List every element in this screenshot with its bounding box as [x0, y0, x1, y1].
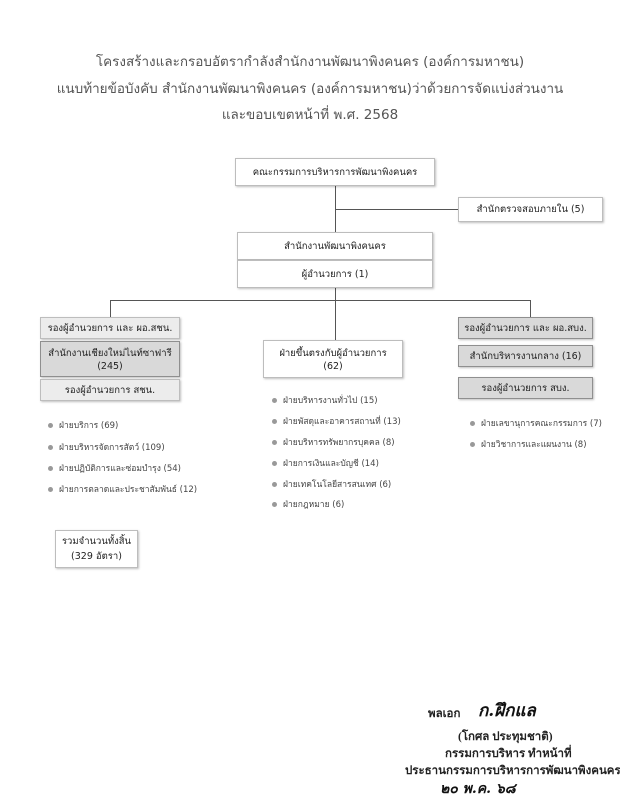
left-deputy-box: รองผู้อำนวยการ และ ผอ.สชน.	[40, 317, 180, 339]
right-deputy-box: รองผู้อำนวยการ และ ผอ.สบง.	[458, 317, 593, 339]
total-box: รวมจำนวนทั้งสิ้น (329 อัตรา)	[55, 530, 138, 568]
document-title-line-1: โครงสร้างและกรอบอัตรากำลังสำนักงานพัฒนาพ…	[95, 54, 525, 70]
signatory-position-1: กรรมการบริหาร ทำหน้าที่	[445, 748, 572, 760]
total-label: รวมจำนวนทั้งสิ้น	[61, 536, 132, 547]
board-box: คณะกรรมการบริหารการพัฒนาพิงคนคร	[235, 158, 435, 186]
signatory-position-2: ประธานกรรมการบริหารการพัฒนาพิงคนคร	[405, 765, 620, 777]
handwritten-date: ๒๐ พ.ค. ๖๘	[440, 781, 516, 797]
director-label: ผู้อำนวยการ (1)	[301, 268, 369, 280]
central-admin-box: สำนักบริหารงานกลาง (16)	[458, 345, 593, 367]
list-item: ฝ่ายบริหารทรัพยากรบุคคล (8)	[272, 435, 395, 449]
director-box: ผู้อำนวยการ (1)	[237, 260, 433, 288]
direct-divisions-label: ฝ่ายขึ้นตรงกับผู้อำนวยการ	[279, 348, 387, 359]
office-box: สำนักงานพัฒนาพิงคนคร	[237, 232, 433, 260]
bullet-icon	[272, 398, 277, 403]
list-item: ฝ่ายบริหารงานทั่วไป (15)	[272, 393, 378, 407]
night-safari-count: (245)	[97, 361, 123, 372]
document-title-line-3: และขอบเขตหน้าที่ พ.ศ. 2568	[221, 107, 399, 123]
night-safari-label: สำนักงานเชียงใหม่ไนท์ซาฟารี	[48, 348, 172, 359]
bullet-icon	[272, 419, 277, 424]
right-sub-deputy-label: รองผู้อำนวยการ สบง.	[481, 382, 570, 394]
bullet-icon	[272, 440, 277, 445]
list-item: ฝ่ายเลขานุการคณะกรรมการ (7)	[470, 416, 602, 430]
connector-middle	[335, 300, 336, 340]
list-item: ฝ่ายวิชาการและแผนงาน (8)	[470, 437, 587, 451]
bullet-icon	[272, 502, 277, 507]
list-item: ฝ่ายการตลาดและประชาสัมพันธ์ (12)	[48, 482, 197, 496]
board-label: คณะกรรมการบริหารการพัฒนาพิงคนคร	[252, 166, 418, 178]
list-item: ฝ่ายพัสดุและอาคารสถานที่ (13)	[272, 414, 401, 428]
list-item: ฝ่ายบริการ (69)	[48, 418, 118, 432]
bullet-icon	[272, 482, 277, 487]
connector-right	[530, 300, 531, 317]
direct-divisions-box: ฝ่ายขึ้นตรงกับผู้อำนวยการ (62)	[263, 340, 403, 378]
bullet-icon	[470, 421, 475, 426]
bullet-icon	[272, 461, 277, 466]
left-deputy-label: รองผู้อำนวยการ และ ผอ.สชน.	[47, 322, 173, 334]
direct-divisions-count: (62)	[323, 361, 343, 372]
bullet-icon	[48, 487, 53, 492]
list-item: ฝ่ายเทคโนโลยีสารสนเทศ (6)	[272, 477, 391, 491]
night-safari-box: สำนักงานเชียงใหม่ไนท์ซาฟารี (245)	[40, 341, 180, 377]
office-label: สำนักงานพัฒนาพิงคนคร	[284, 240, 386, 252]
bullet-icon	[48, 423, 53, 428]
bullet-icon	[470, 442, 475, 447]
connector-horizontal-bus	[110, 300, 530, 301]
signatory-name: (โกศล ประทุมชาติ)	[458, 731, 553, 743]
left-sub-deputy-box: รองผู้อำนวยการ สชน.	[40, 379, 180, 401]
connector-audit	[335, 209, 458, 210]
right-deputy-label: รองผู้อำนวยการ และ ผอ.สบง.	[464, 322, 587, 334]
left-sub-deputy-label: รองผู้อำนวยการ สชน.	[64, 384, 156, 396]
document-title-line-2: แนบท้ายข้อบังคับ สำนักงานพัฒนาพิงคนคร (อ…	[56, 81, 564, 97]
right-sub-deputy-box: รองผู้อำนวยการ สบง.	[458, 377, 593, 399]
list-item: ฝ่ายกฎหมาย (6)	[272, 497, 344, 511]
list-item: ฝ่ายการเงินและบัญชี (14)	[272, 456, 379, 470]
list-item: ฝ่ายบริหารจัดการสัตว์ (109)	[48, 440, 165, 454]
connector-left	[110, 300, 111, 317]
connector-director-bus	[335, 288, 336, 300]
bullet-icon	[48, 466, 53, 471]
signature-rank: พลเอก	[428, 708, 461, 720]
audit-office-box: สำนักตรวจสอบภายใน (5)	[458, 197, 603, 222]
bullet-icon	[48, 445, 53, 450]
handwritten-signature: ก.ฝึกแล	[478, 701, 536, 721]
central-admin-label: สำนักบริหารงานกลาง (16)	[469, 350, 582, 362]
total-count: (329 อัตรา)	[71, 551, 122, 562]
list-item: ฝ่ายปฏิบัติการและซ่อมบำรุง (54)	[48, 461, 181, 475]
audit-office-label: สำนักตรวจสอบภายใน (5)	[476, 204, 585, 215]
